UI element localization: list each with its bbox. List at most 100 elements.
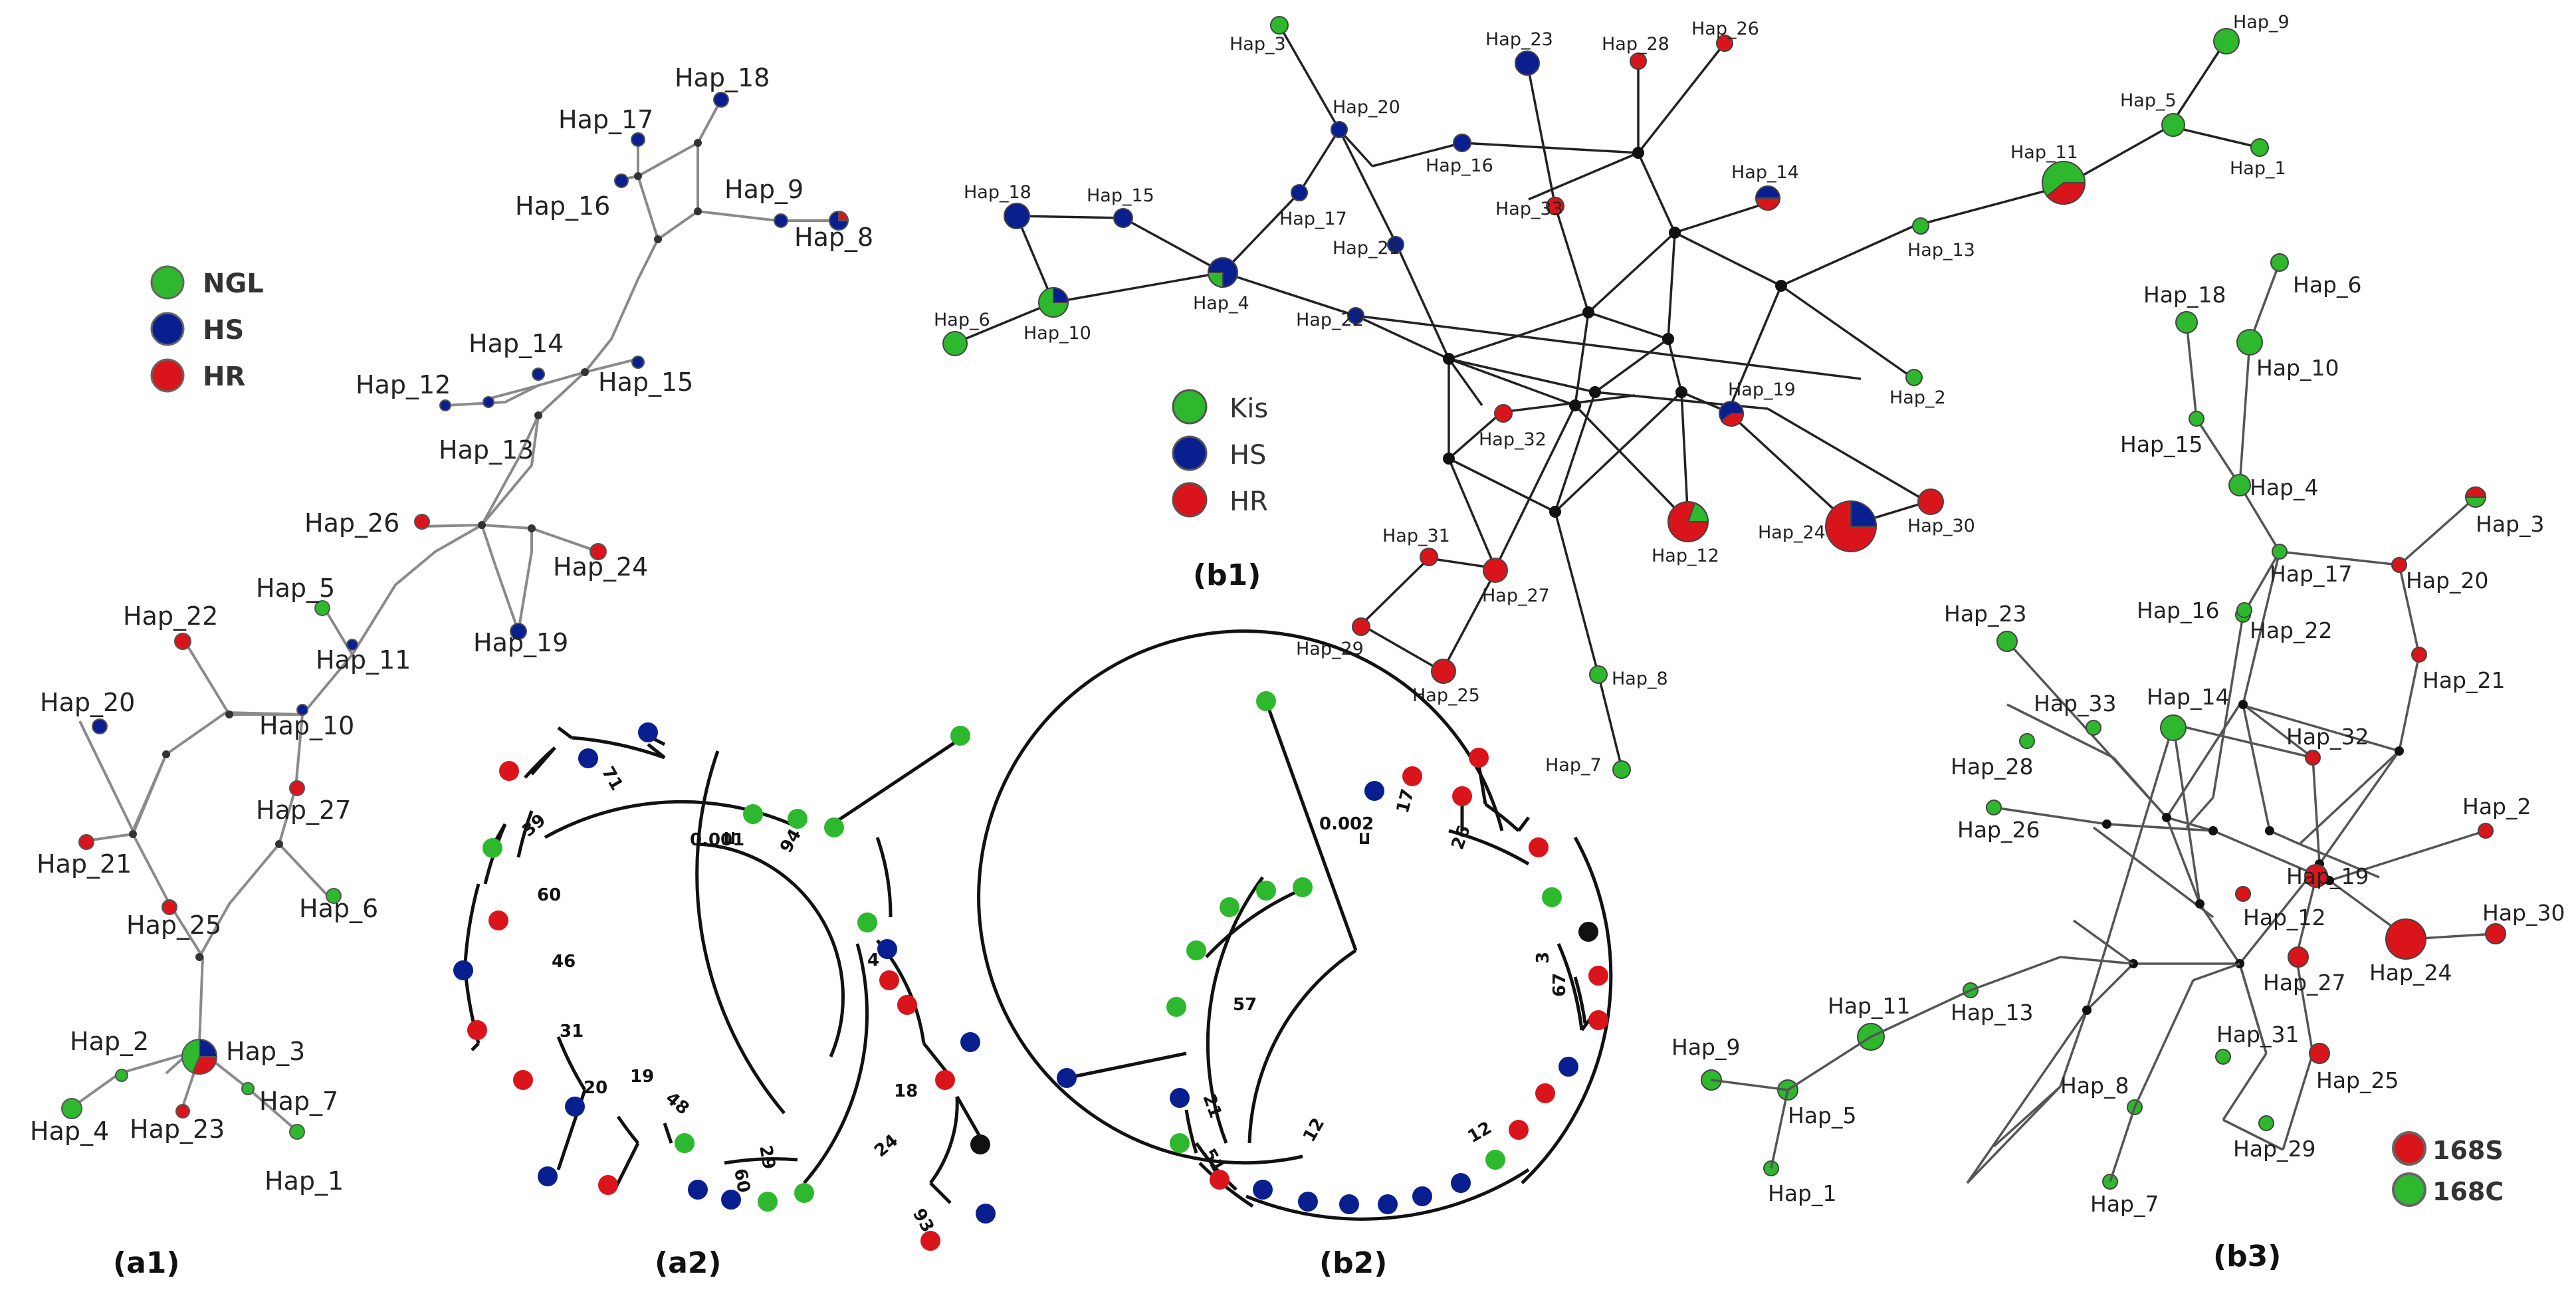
a2-tip	[877, 939, 897, 959]
a1-edge	[421, 524, 483, 528]
b3-edge	[2222, 1119, 2284, 1151]
b3-edge	[2092, 826, 2214, 918]
b3-hap-33	[2086, 720, 2101, 736]
b2-tip	[1542, 887, 1562, 907]
b1-hap-23	[1515, 51, 1540, 76]
a1-legend-label-hr: HR	[203, 362, 245, 392]
b2-tip	[1452, 786, 1472, 806]
b3-label-23: Hap_23	[1944, 601, 2026, 627]
a1-label-2: Hap_2	[70, 1027, 149, 1056]
b3-hap-30	[2485, 923, 2506, 944]
b3-edge	[2269, 829, 2300, 845]
b3-hap-17	[2272, 544, 2288, 560]
b1-edge	[1298, 129, 1341, 193]
b2-branch	[1521, 836, 1613, 1184]
b1-label-23: Hap_23	[1485, 29, 1553, 50]
b1-edge	[1674, 201, 1769, 234]
b2-branch	[1194, 1142, 1237, 1191]
b3-label-7: Hap_7	[2090, 1191, 2159, 1217]
a2-value-19: 19	[630, 1067, 654, 1087]
b3-edge	[2060, 956, 2134, 965]
b3-edge	[2006, 703, 2114, 759]
b3-hap-32	[2305, 750, 2321, 766]
b2-tip	[1364, 781, 1384, 801]
b3-label-9: Hap_9	[1671, 1034, 1740, 1060]
a1-hap-16	[614, 173, 629, 188]
a1-hap-6	[326, 888, 342, 904]
a1-median-node	[478, 521, 486, 529]
a2-branch	[724, 1157, 798, 1165]
b2-value-26: 26	[1448, 823, 1475, 852]
b1-edge	[1278, 25, 1341, 130]
b3-label-13: Hap_13	[1951, 1000, 2033, 1025]
b2-tip	[1558, 1057, 1578, 1077]
b2-tip	[1412, 1186, 1432, 1206]
b1-edge	[1053, 271, 1224, 304]
panel-label-b2: (b2)	[1319, 1246, 1387, 1280]
a2-tip	[758, 1192, 778, 1212]
a1-label-23: Hap_23	[130, 1115, 225, 1144]
b3-label-22: Hap_22	[2250, 617, 2332, 643]
b3-edge	[2193, 962, 2240, 982]
b1-label-5: Hap_5	[2120, 90, 2177, 111]
a2-value-60b: 60	[730, 1167, 754, 1194]
b3-median-node	[2102, 819, 2111, 829]
b1-hap-13	[1912, 217, 1929, 235]
b3-edge	[2086, 962, 2135, 1012]
b3-edge	[2242, 703, 2314, 759]
b3-hap-23	[1996, 631, 2018, 652]
b3-legend: 168S 168C	[2392, 1131, 2504, 1207]
b1-edge	[2169, 39, 2228, 127]
b3-hap-24	[2385, 918, 2426, 960]
b3-edge	[2238, 484, 2281, 552]
b3-edge	[2318, 750, 2401, 865]
a2-branch	[663, 1123, 673, 1144]
b3-label-16: Hap_16	[2137, 597, 2219, 623]
b1-hap-32	[1494, 404, 1513, 423]
a1-label-14: Hap_14	[469, 329, 564, 358]
a1-hap-9	[774, 213, 788, 228]
b1-hap-10-hs	[1053, 286, 1069, 303]
b1-label-4: Hap_4	[1193, 293, 1249, 314]
b3-hap-6	[2270, 253, 2289, 272]
b1-edge	[1574, 312, 1590, 406]
panel-label-a1: (a1)	[113, 1246, 180, 1280]
b3-hap-2	[2478, 823, 2494, 839]
b1-edge	[1674, 231, 1782, 287]
a1-median-node	[162, 750, 170, 758]
b3-label-11: Hap_11	[1828, 993, 1910, 1019]
b1-label-16: Hap_16	[1426, 156, 1493, 176]
b1-label-8: Hap_8	[1612, 669, 1668, 689]
a1-hap-26	[414, 514, 430, 530]
b1-edge	[1394, 242, 1450, 360]
b1-hap-22	[1347, 307, 1364, 324]
b1-legend-label-kis: Kis	[1230, 393, 1268, 424]
b2-tip	[1529, 837, 1549, 857]
b2-tip	[1166, 997, 1186, 1017]
b1-edge	[1637, 42, 1726, 154]
b1-edge	[1594, 338, 1669, 393]
b3-label-3: Hap_3	[2476, 511, 2544, 537]
b1-hap-19-hr	[1720, 413, 1745, 427]
a2-tip	[897, 995, 917, 1015]
b2-branch	[1245, 1168, 1530, 1221]
a1-label-24: Hap_24	[553, 552, 648, 582]
b3-edge	[2329, 829, 2486, 882]
b1-edge	[1448, 358, 1483, 407]
a1-median-node	[275, 840, 283, 848]
b1-hap-4-ngl	[1207, 272, 1224, 288]
b3-edge	[1787, 1035, 1872, 1091]
b1-label-1: Hap_1	[2230, 158, 2286, 179]
b3-edge	[2185, 322, 2198, 419]
b1-label-31: Hap_31	[1382, 526, 1450, 546]
a1-label-12: Hap_12	[356, 370, 451, 399]
a1-legend: NGL HS HR	[150, 265, 264, 393]
b1-label-26: Hap_26	[1691, 19, 1759, 39]
b1-median-node	[1443, 353, 1455, 365]
b2-tip	[1253, 1180, 1273, 1200]
b2-tips	[1057, 691, 1608, 1214]
a1-hap-11	[346, 639, 358, 651]
b2-tip	[1057, 1068, 1077, 1088]
b2-tip	[1469, 748, 1489, 768]
b1-edge	[1441, 571, 1497, 672]
